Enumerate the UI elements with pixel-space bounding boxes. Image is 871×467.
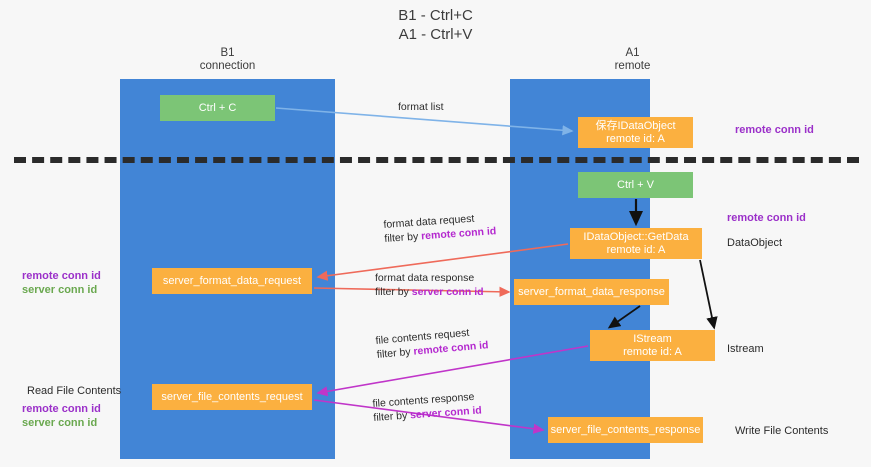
filter-key-remote-conn-id: remote conn id — [420, 225, 497, 243]
box-idataobject[interactable]: 保存IDataObject remote id: A — [578, 117, 693, 148]
side-label-write-file-contents: Write File Contents — [735, 425, 829, 437]
legend-remote-conn-id-mid: remote conn id — [727, 212, 806, 224]
box-idataobject-getdata[interactable]: IDataObject::GetData remote id: A — [570, 228, 702, 259]
box-getdata-line1: IDataObject::GetData — [583, 230, 689, 243]
box-istream-line1: IStream — [633, 332, 672, 345]
title-line-1: B1 - Ctrl+C — [398, 7, 473, 24]
legend-left-remote-conn-id: remote conn id — [22, 270, 101, 282]
arrow-label-format-data-response: format data response filter by server co… — [375, 271, 484, 299]
box-istream-line2: remote id: A — [623, 345, 682, 358]
arrow-label-file-contents-response: file contents response filter by server … — [372, 389, 482, 425]
filter-key-server-conn-id-2: server conn id — [409, 404, 483, 422]
side-label-dataobject: DataObject — [727, 237, 783, 249]
box-server-format-data-response[interactable]: server_format_data_response — [514, 279, 669, 305]
lane-a1-subtitle: remote — [614, 60, 651, 72]
lane-b1-title: B1 — [220, 47, 235, 59]
box-ctrl-c[interactable]: Ctrl + C — [160, 95, 275, 121]
title-line-2: A1 - Ctrl+V — [398, 26, 473, 43]
page-title: B1 - Ctrl+C A1 - Ctrl+V — [0, 6, 871, 44]
filter-key-server-conn-id: server conn id — [411, 286, 484, 298]
box-idataobject-line1: 保存IDataObject — [595, 119, 676, 132]
box-istream[interactable]: IStream remote id: A — [590, 330, 715, 361]
legend-left-top: remote conn id server conn id — [22, 269, 101, 297]
box-ctrl-v[interactable]: Ctrl + V — [578, 172, 693, 198]
lane-header-b1: B1 connection — [155, 47, 300, 73]
lane-b1-subtitle: connection — [199, 60, 256, 72]
format-data-response-text: format data response — [375, 272, 475, 284]
arrow-label-format-data-request: format data request filter by remote con… — [383, 210, 497, 246]
dashed-divider — [14, 157, 859, 163]
arrow-label-file-contents-request: file contents request filter by remote c… — [375, 324, 489, 362]
side-label-read-file-contents: Read File Contents — [27, 385, 122, 397]
lane-header-a1: A1 remote — [560, 47, 705, 73]
legend-left-bottom: remote conn id server conn id — [22, 402, 101, 430]
box-server-file-contents-request[interactable]: server_file_contents_request — [152, 384, 312, 410]
arrow-label-format-list: format list — [398, 101, 444, 113]
box-idataobject-line2: remote id: A — [606, 132, 665, 145]
side-label-istream: Istream — [727, 343, 764, 355]
box-server-file-contents-response[interactable]: server_file_contents_response — [548, 417, 703, 443]
legend-left-server-conn-id: server conn id — [22, 284, 98, 296]
legend-left-server-conn-id-2: server conn id — [22, 417, 98, 429]
box-server-format-data-request[interactable]: server_format_data_request — [152, 268, 312, 294]
box-getdata-line2: remote id: A — [606, 243, 666, 256]
format-data-response-filter: filter by server conn id — [375, 286, 484, 298]
legend-left-remote-conn-id-2: remote conn id — [22, 403, 101, 415]
lane-a1-title: A1 — [625, 47, 640, 59]
legend-remote-conn-id-top: remote conn id — [735, 124, 814, 136]
